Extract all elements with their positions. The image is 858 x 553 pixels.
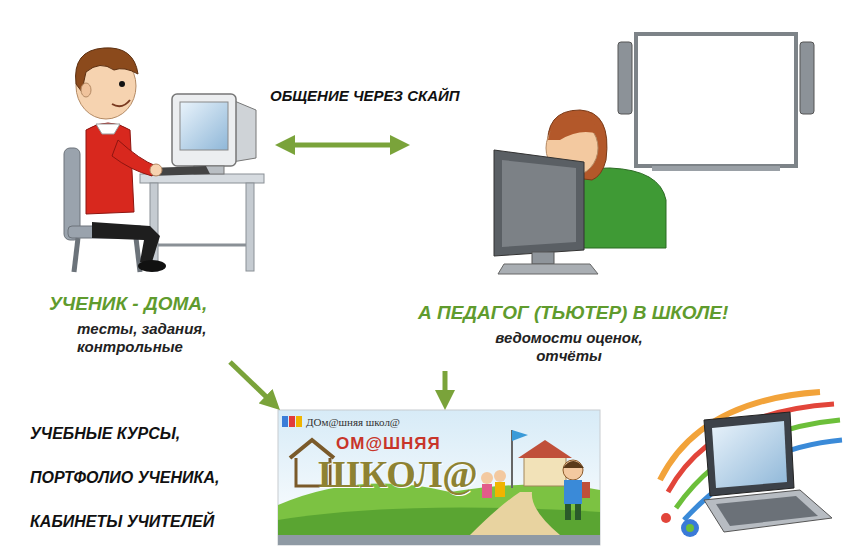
portal-node: ДОм@шняя школ@ ОМ@ШНЯЯШКОЛ@: [278, 410, 600, 545]
node-text: ведомости оценок, отчёты: [484, 329, 654, 365]
teacher-figure: [494, 34, 814, 274]
laptop-figure: [660, 392, 842, 537]
connector-arrow: [443, 371, 448, 400]
list-item: ПОРТФОЛИО УЧЕНИКА,: [30, 469, 219, 487]
connector-arrow: [285, 143, 400, 148]
student-figure: [64, 48, 264, 272]
portal-banner: [278, 410, 600, 545]
node-heading: ДОм@шняя школ@: [306, 410, 600, 428]
node-heading: А ПЕДАГОГ (ТЬЮТЕР) В ШКОЛЕ!: [418, 301, 799, 325]
node-heading: УЧЕНИК - ДОМА,: [49, 292, 269, 316]
student-node: УЧЕНИК - ДОМА, тесты, задания, контрольны…: [45, 30, 275, 362]
node-text: ШКОЛ@: [318, 454, 600, 494]
list-item: УЧЕБНЫЕ КУРСЫ,: [30, 425, 180, 443]
teacher-node: А ПЕДАГОГ (ТЬЮТЕР) В ШКОЛЕ! ведомости оце…: [410, 25, 805, 371]
list-item: КАБИНЕТЫ УЧИТЕЛЕЙ: [30, 513, 214, 531]
edge-label: ОБЩЕНИЕ ЧЕРЕЗ СКАЙП: [270, 87, 460, 104]
node-text: тесты, задания, контрольные: [77, 320, 227, 356]
node-text: ОМ@ШНЯЯ: [336, 434, 600, 454]
connector-arrow: [230, 362, 273, 403]
